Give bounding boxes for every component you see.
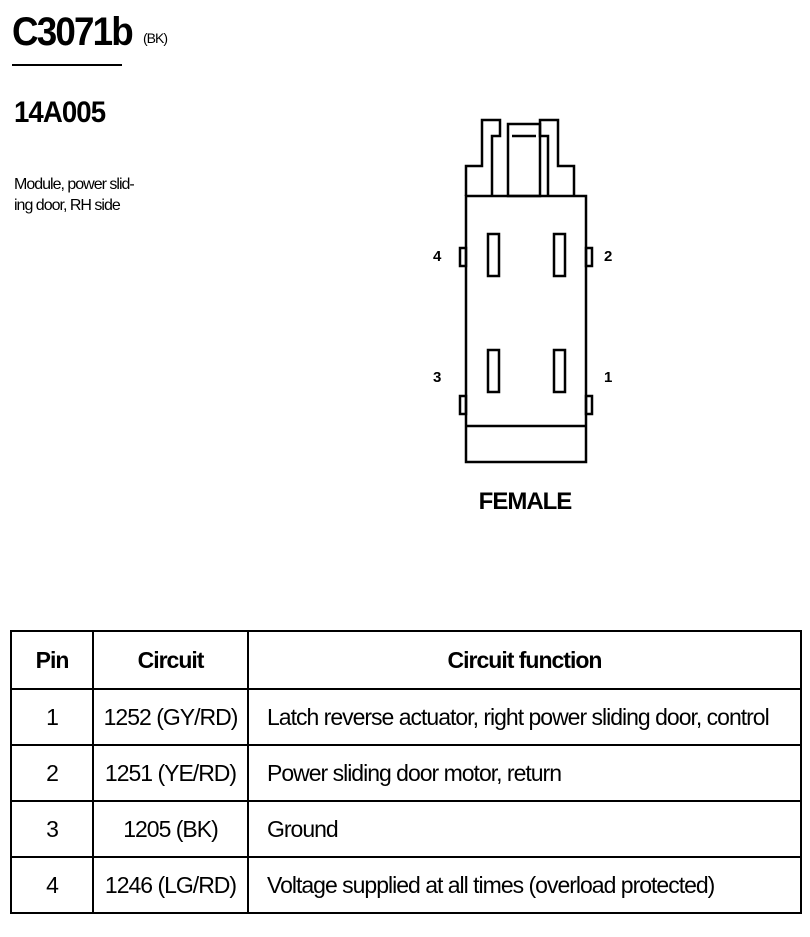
cell-pin: 1 [10, 688, 94, 746]
pin-cavity-1 [552, 348, 567, 394]
cell-circuit-function: Latch reverse actuator, right power slid… [247, 688, 802, 746]
pin-table: Pin Circuit Circuit function 1 1252 (GY/… [10, 630, 802, 914]
side-key [458, 246, 468, 268]
cell-circuit: 1251 (YE/RD) [92, 744, 249, 802]
cell-pin: 3 [10, 800, 94, 858]
pin-cavity-2 [552, 232, 567, 278]
connector-id: C3071b [12, 10, 134, 54]
table-row: 2 1251 (YE/RD) Power sliding door motor,… [10, 744, 802, 802]
connector-face-diagram: 1 2 3 4 [433, 118, 612, 464]
connector-gender-label: FEMALE [478, 488, 573, 515]
table-row: 3 1205 (BK) Ground [10, 800, 802, 858]
pin-label-4: 4 [433, 248, 442, 265]
cell-circuit: 1246 (LG/RD) [92, 856, 249, 914]
pin-cavity-3 [486, 348, 501, 394]
description-line-2: ing door, RH side [14, 197, 121, 214]
cell-pin: 2 [10, 744, 94, 802]
description-line-1: Module, power slid- [14, 176, 135, 193]
pin-label-2: 2 [604, 248, 612, 265]
side-key [458, 394, 468, 416]
connector-body [464, 194, 588, 464]
cell-circuit-function: Power sliding door motor, return [247, 744, 802, 802]
cell-circuit: 1205 (BK) [92, 800, 249, 858]
title-underline [12, 64, 122, 66]
cell-circuit: 1252 (GY/RD) [92, 688, 249, 746]
pin-label-3: 3 [433, 369, 441, 386]
cell-pin: 4 [10, 856, 94, 914]
table-row: 1 1252 (GY/RD) Latch reverse actuator, r… [10, 688, 802, 746]
header-pin: Pin [10, 630, 94, 690]
table-row: 4 1246 (LG/RD) Voltage supplied at all t… [10, 856, 802, 914]
pin-label-1: 1 [604, 369, 612, 386]
header-circuit-function: Circuit function [247, 630, 802, 690]
table-header-row: Pin Circuit Circuit function [10, 630, 802, 690]
part-number: 14A005 [14, 96, 106, 129]
header-circuit: Circuit [92, 630, 249, 690]
side-key [584, 394, 594, 416]
component-description: Module, power slid- ing door, RH side [14, 174, 154, 216]
side-key [584, 246, 594, 268]
connector-latch [538, 118, 576, 196]
cell-circuit-function: Ground [247, 800, 802, 858]
cell-circuit-function: Voltage supplied at all times (overload … [247, 856, 802, 914]
pin-cavity-4 [486, 232, 501, 278]
connector-latch [464, 118, 502, 196]
connector-color-code: (BK) [143, 30, 168, 46]
